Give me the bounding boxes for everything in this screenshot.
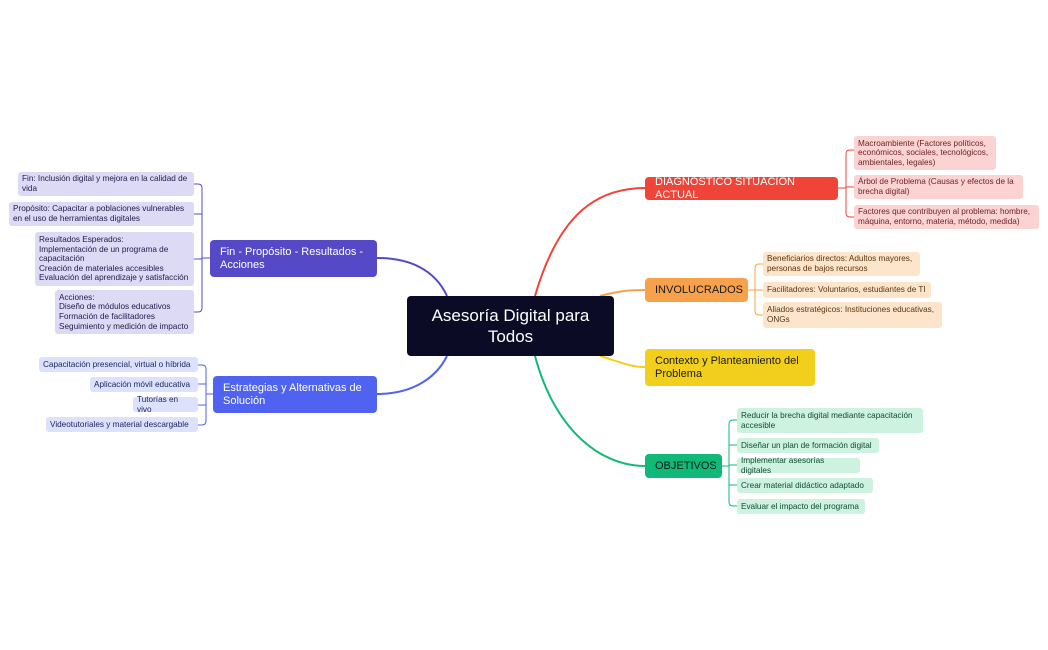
link-estrategias <box>376 355 448 395</box>
subtopic-beneficiarios[interactable]: Beneficiarios directos: Adultos mayores,… <box>763 252 920 276</box>
central-topic[interactable]: Asesoría Digital para Todos <box>407 296 614 356</box>
link-fin <box>376 257 448 297</box>
subtopic-macroambiente[interactable]: Macroambiente (Factores políticos, econó… <box>854 136 996 170</box>
topic-objetivos[interactable]: OBJETIVOS <box>645 454 722 478</box>
subtopic-fin[interactable]: Fin: Inclusión digital y mejora en la ca… <box>18 172 194 196</box>
topic-diagnostico[interactable]: DIAGNOSTICO SITUACION ACTUAL <box>645 176 838 201</box>
topic-contexto[interactable]: Contexto y Planteamiento del Problema <box>645 349 815 386</box>
subtopic-acciones[interactable]: Acciones: Diseño de módulos educativos F… <box>55 290 194 334</box>
link-involucrados <box>599 289 646 297</box>
subtopic-capacitacion[interactable]: Capacitación presencial, virtual o híbri… <box>39 357 198 372</box>
subtopic-objetivo-4[interactable]: Crear material didáctico adaptado <box>737 478 873 493</box>
subtopic-objetivo-3[interactable]: Implementar asesorías digitales <box>737 456 860 475</box>
subtopic-factores[interactable]: Factores que contribuyen al problema: ho… <box>854 205 1039 229</box>
subtopic-aplicacion-movil[interactable]: Aplicación móvil educativa <box>90 377 198 392</box>
link-diagnostico <box>534 187 646 297</box>
subtopic-tutorias[interactable]: Tutorías en vivo <box>133 395 198 414</box>
topic-involucrados[interactable]: INVOLUCRADOS <box>645 278 748 302</box>
subtopic-videotutoriales[interactable]: Videotutoriales y material descargable <box>46 417 198 432</box>
link-objetivos <box>534 355 646 467</box>
topic-estrategias[interactable]: Estrategias y Alternativas de Solución <box>213 376 377 413</box>
subtopic-objetivo-5[interactable]: Evaluar el impacto del programa <box>737 499 865 514</box>
subtopic-facilitadores[interactable]: Facilitadores: Voluntarios, estudiantes … <box>763 282 931 298</box>
subtopic-arbol-problema[interactable]: Árbol de Problema (Causas y efectos de l… <box>854 175 1023 199</box>
subtopic-proposito[interactable]: Propósito: Capacitar a poblaciones vulne… <box>9 202 194 226</box>
subtopic-resultados[interactable]: Resultados Esperados: Implementación de … <box>35 232 194 286</box>
subtopic-aliados[interactable]: Aliados estratégicos: Instituciones educ… <box>763 302 942 328</box>
topic-fin[interactable]: Fin - Propósito - Resultados - Acciones <box>210 240 377 277</box>
link-contexto <box>599 355 646 368</box>
subtopic-objetivo-2[interactable]: Diseñar un plan de formación digital <box>737 438 879 453</box>
subtopic-objetivo-1[interactable]: Reducir la brecha digital mediante capac… <box>737 408 923 433</box>
